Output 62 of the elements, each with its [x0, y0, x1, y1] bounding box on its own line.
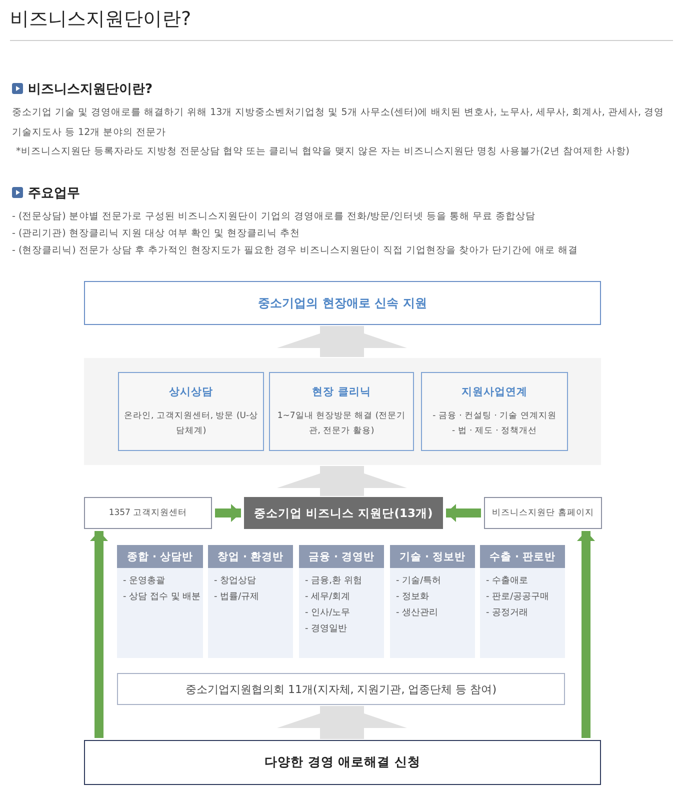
box-title: 지원사업연계	[462, 385, 528, 399]
team-card	[299, 545, 384, 658]
box-label: 1357 고객지원센터	[108, 507, 188, 519]
list-item: - 생산관리	[396, 607, 438, 619]
center-box	[244, 497, 443, 529]
list-item: - 공정거래	[486, 607, 528, 619]
box-label: 다양한 경영 애로해결 신청	[264, 754, 421, 771]
note-text: *비즈니스지원단 등록자라도 지방청 전문상담 협약 또는 클리닉 협약을 맺지 않은 자는 비즈니스지원단 명칭 사용불가(2년 참여제한 사항)	[16, 145, 631, 159]
list-item: - 수출애로	[486, 575, 528, 587]
arrow	[90, 531, 108, 738]
box-label: 중소기업의 현장애로 신속 지원	[258, 294, 427, 312]
box-label: 중소기업지원협의회 11개(지자체, 지원기관, 업종단체 등 참여)	[185, 682, 497, 696]
box-text: 온라인, 고객지원센터, 방문 (U-상담체계)	[122, 410, 260, 438]
arrow	[277, 326, 407, 357]
service-box	[269, 372, 414, 451]
bullet-text: - (현장클리닉) 전문가 상담 후 추가적인 현장지도가 필요한 경우 비즈니스지원단이 직접 기업현장을 찾아가 단기간에 애로 해결	[12, 244, 580, 258]
box-label: 비즈니스지원단 홈페이지	[492, 507, 594, 519]
team-header: 금융 · 경영반	[299, 545, 384, 568]
team-card	[480, 545, 565, 658]
team-header: 수출 · 판로반	[480, 545, 565, 568]
list-item: - 인사/노무	[305, 607, 350, 619]
list-item: - 기술/특허	[396, 575, 442, 587]
bullet-text: - (관리기관) 현장클리닉 지원 대상 여부 확인 및 현장클리닉 추천	[12, 227, 302, 241]
list-item: - 상담 접수 및 배분	[123, 591, 201, 603]
council-box	[117, 673, 565, 705]
section-heading: 주요업무	[28, 185, 81, 202]
arrow	[577, 531, 595, 738]
list-item: - 정보화	[396, 591, 430, 603]
list-item: - 세무/회계	[305, 591, 350, 603]
channel-box	[84, 497, 212, 529]
box-title: 상시상담	[169, 385, 213, 399]
box-text: - 금융 · 컨설팅 · 기술 연계지원	[432, 410, 558, 423]
bullet-text: - (전문상담) 분야별 전문가로 구성된 비즈니스지원단이 기업의 경영애로를 전화/방문/인터넷 등을 통해 무료 종합상담	[12, 210, 536, 224]
box-title: 현장 클리닉	[312, 385, 371, 399]
channel-box	[484, 497, 602, 529]
team-card	[390, 545, 475, 658]
page-title: 비즈니스지원단이란?	[10, 7, 192, 32]
arrow	[277, 466, 407, 496]
box-text: - 법 · 제도 · 정책개선	[451, 425, 538, 438]
service-box	[421, 372, 568, 451]
goal-box	[84, 281, 601, 325]
team-header: 창업 · 환경반	[208, 545, 293, 568]
arrow	[277, 706, 407, 739]
section-heading: 비즈니스지원단이란?	[28, 81, 154, 98]
arrow	[446, 504, 481, 522]
team-card	[117, 545, 203, 658]
list-item: - 판로/공공구매	[486, 591, 550, 603]
request-box	[84, 740, 601, 785]
box-text: 1~7일내 현장방문 해결 (전문기관, 전문가 활용)	[276, 410, 407, 438]
team-header: 기술 · 정보반	[390, 545, 475, 568]
list-item: - 운영총괄	[123, 575, 166, 587]
paragraph: 중소기업 기술 및 경영애로를 해결하기 위해 13개 지방중소벤처기업청 및 5개 사무소(센터)에 배치된 변호사, 노무사, 세무사, 회계사, 관세사, 경영기술지도사 등 12개 분야의 전문가	[12, 106, 665, 140]
list-item: - 법률/규제	[214, 591, 260, 603]
arrow	[215, 504, 241, 522]
list-item: - 창업상담	[214, 575, 256, 587]
panel-background	[84, 358, 601, 465]
service-box	[118, 372, 264, 451]
list-item: - 금융,환 위험	[305, 575, 362, 587]
team-header: 종합 · 상담반	[117, 545, 203, 568]
team-card	[208, 545, 293, 658]
box-label: 중소기업 비즈니스 지원단(13개)	[254, 506, 433, 520]
list-item: - 경영일반	[305, 623, 348, 635]
